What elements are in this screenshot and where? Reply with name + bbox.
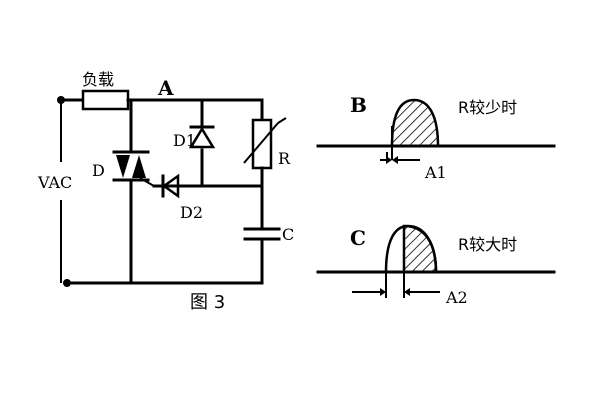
- waveform-c-condition: R较大时: [458, 235, 517, 254]
- triac-label: D: [92, 161, 105, 180]
- vac-label: VAC: [37, 173, 72, 192]
- load-resistor: [81, 89, 130, 111]
- load-label: 负载: [82, 70, 114, 89]
- waveform-c: C R较大时 A2: [316, 224, 556, 307]
- waveform-b: B R较少时 A1: [316, 93, 556, 182]
- r-label: R: [278, 149, 291, 168]
- waveform-c-angle-arrows: [352, 272, 440, 298]
- circuit: 负载 A VAC D D1 D2 R C 图 3: [37, 70, 294, 313]
- d1-label: D1: [173, 131, 196, 150]
- waveform-c-letter: C: [350, 226, 366, 250]
- waveform-b-letter: B: [350, 93, 367, 117]
- d1-diode-symbol: [188, 125, 216, 149]
- waveform-b-condition: R较少时: [458, 98, 517, 117]
- waveform-b-angle-arrows: [380, 152, 420, 164]
- d2-diode-symbol: [161, 173, 180, 199]
- d2-label: D2: [180, 203, 203, 222]
- waveform-c-angle-label: A2: [445, 288, 468, 307]
- waveform-b-pulse: [390, 98, 440, 148]
- figure-caption: 图 3: [190, 292, 225, 313]
- triac-symbol: [112, 150, 155, 187]
- c-label: C: [282, 225, 294, 244]
- node-a-label: A: [157, 76, 174, 100]
- waveform-b-angle-label: A1: [424, 163, 447, 182]
- variable-resistor-arrow: [243, 117, 287, 164]
- variable-resistor: [251, 118, 273, 170]
- waveform-c-pulse: [402, 224, 438, 274]
